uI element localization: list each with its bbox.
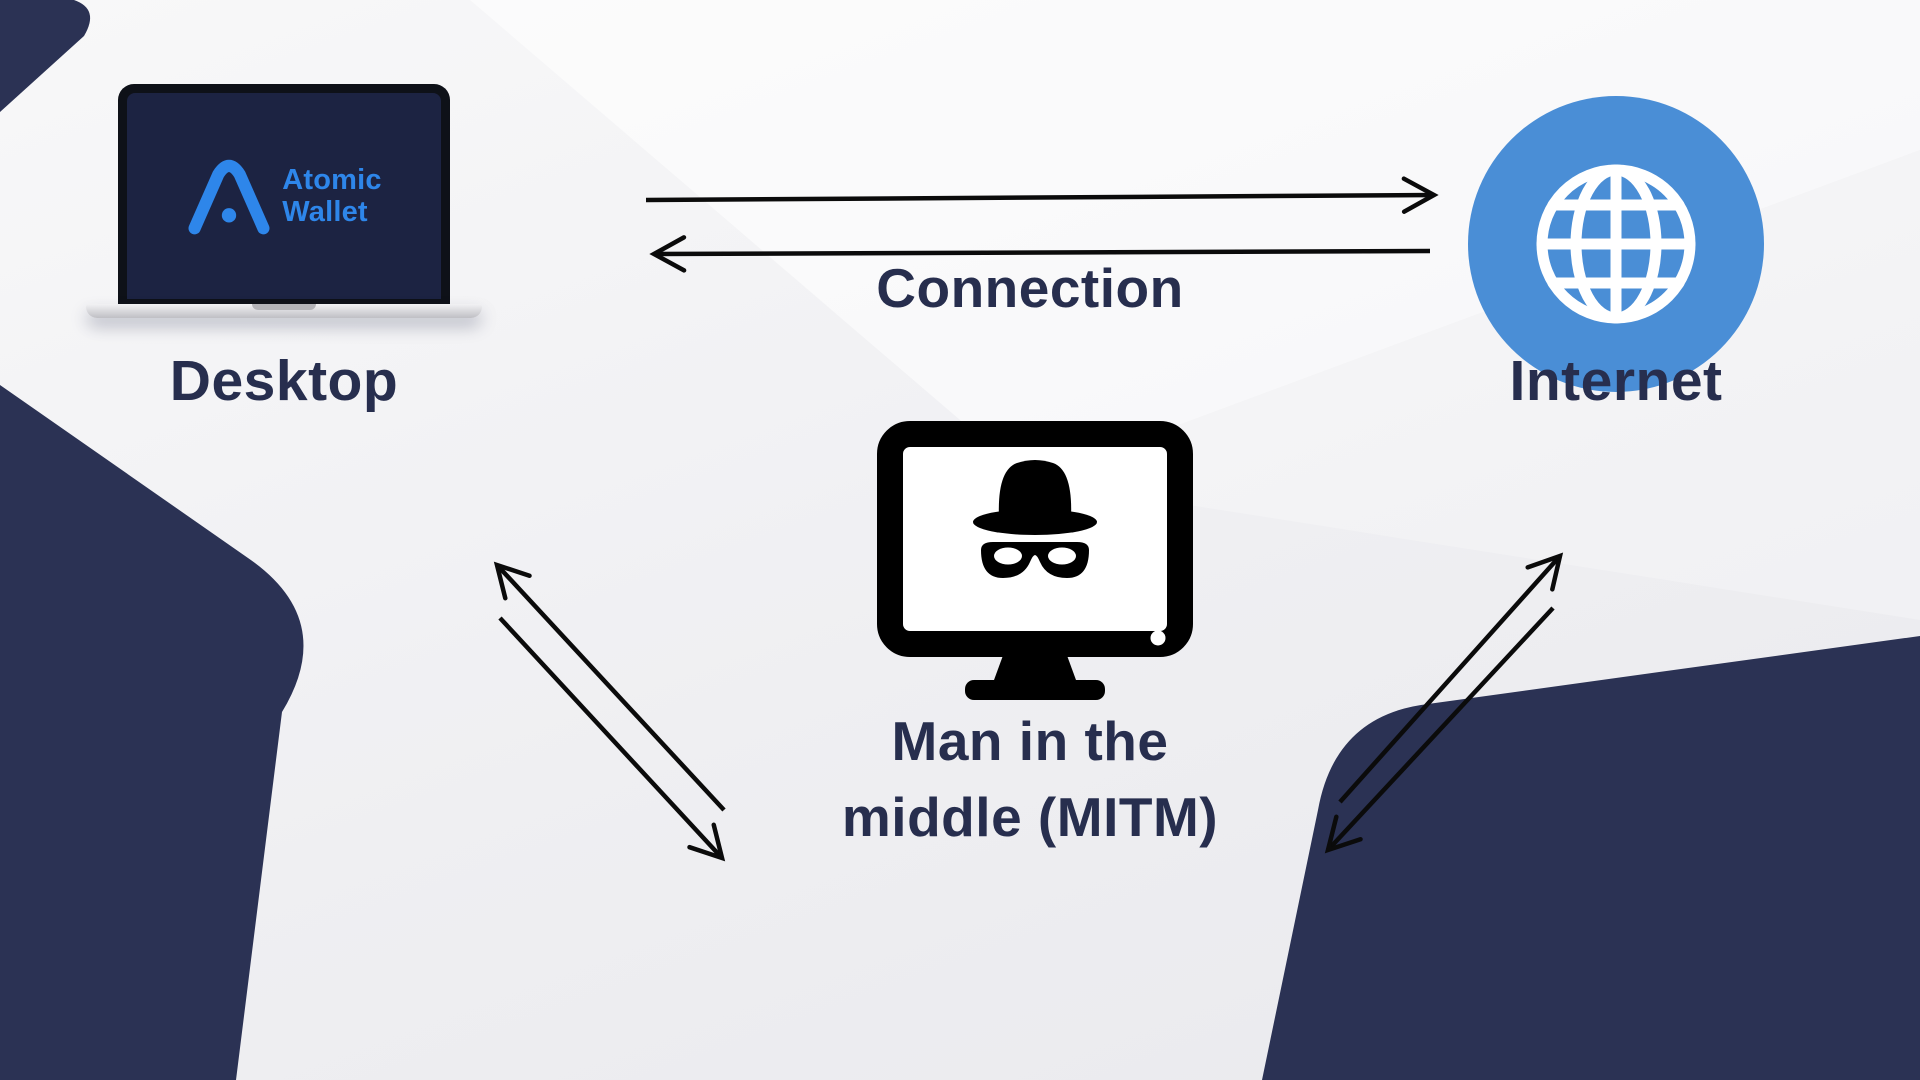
monitor-stand-base <box>965 680 1105 700</box>
monitor-power-dot <box>1150 630 1166 646</box>
monitor-stand-neck <box>994 650 1076 680</box>
spy-eye-left <box>994 547 1022 565</box>
mitm-label: Man in the middle (MITM) <box>640 704 1420 856</box>
arrow-internet-to-desktop <box>649 235 1431 273</box>
desktop-label: Desktop <box>169 349 399 413</box>
laptop-base <box>86 304 482 318</box>
spy-monitor-icon <box>877 421 1193 700</box>
corner-shape-top-left <box>0 0 91 112</box>
atomic-wallet-logo: Atomic Wallet <box>186 154 382 238</box>
spy-hat-crown <box>998 460 1072 518</box>
monitor-frame <box>877 421 1193 657</box>
arrow-internet-to-mitm <box>1324 606 1555 854</box>
arrow-mitm-to-desktop <box>493 561 726 812</box>
internet-label: Internet <box>1509 349 1723 413</box>
arrow-desktop-to-mitm <box>498 616 726 862</box>
mitm-label-line2: middle (MITM) <box>841 785 1219 848</box>
laptop-icon: Atomic Wallet <box>118 84 450 304</box>
atomic-wallet-logo-text: Atomic Wallet <box>282 164 382 229</box>
spy-hat-brim <box>973 509 1097 535</box>
internet-node <box>1468 96 1764 392</box>
globe-icon <box>1536 164 1696 324</box>
connection-label: Connection <box>876 257 1184 319</box>
logo-text-line2: Wallet <box>282 196 368 228</box>
arrow-mitm-to-internet <box>1338 552 1564 804</box>
mitm-label-line1: Man in the <box>891 710 1169 772</box>
laptop-screen-panel: Atomic Wallet <box>127 93 441 299</box>
arrow-desktop-to-internet <box>645 176 1439 214</box>
spy-eye-right <box>1048 547 1076 565</box>
atomic-wallet-logo-icon <box>188 159 270 235</box>
logo-text-line1: Atomic <box>282 163 382 196</box>
corner-shape-bottom-left <box>0 385 304 1080</box>
